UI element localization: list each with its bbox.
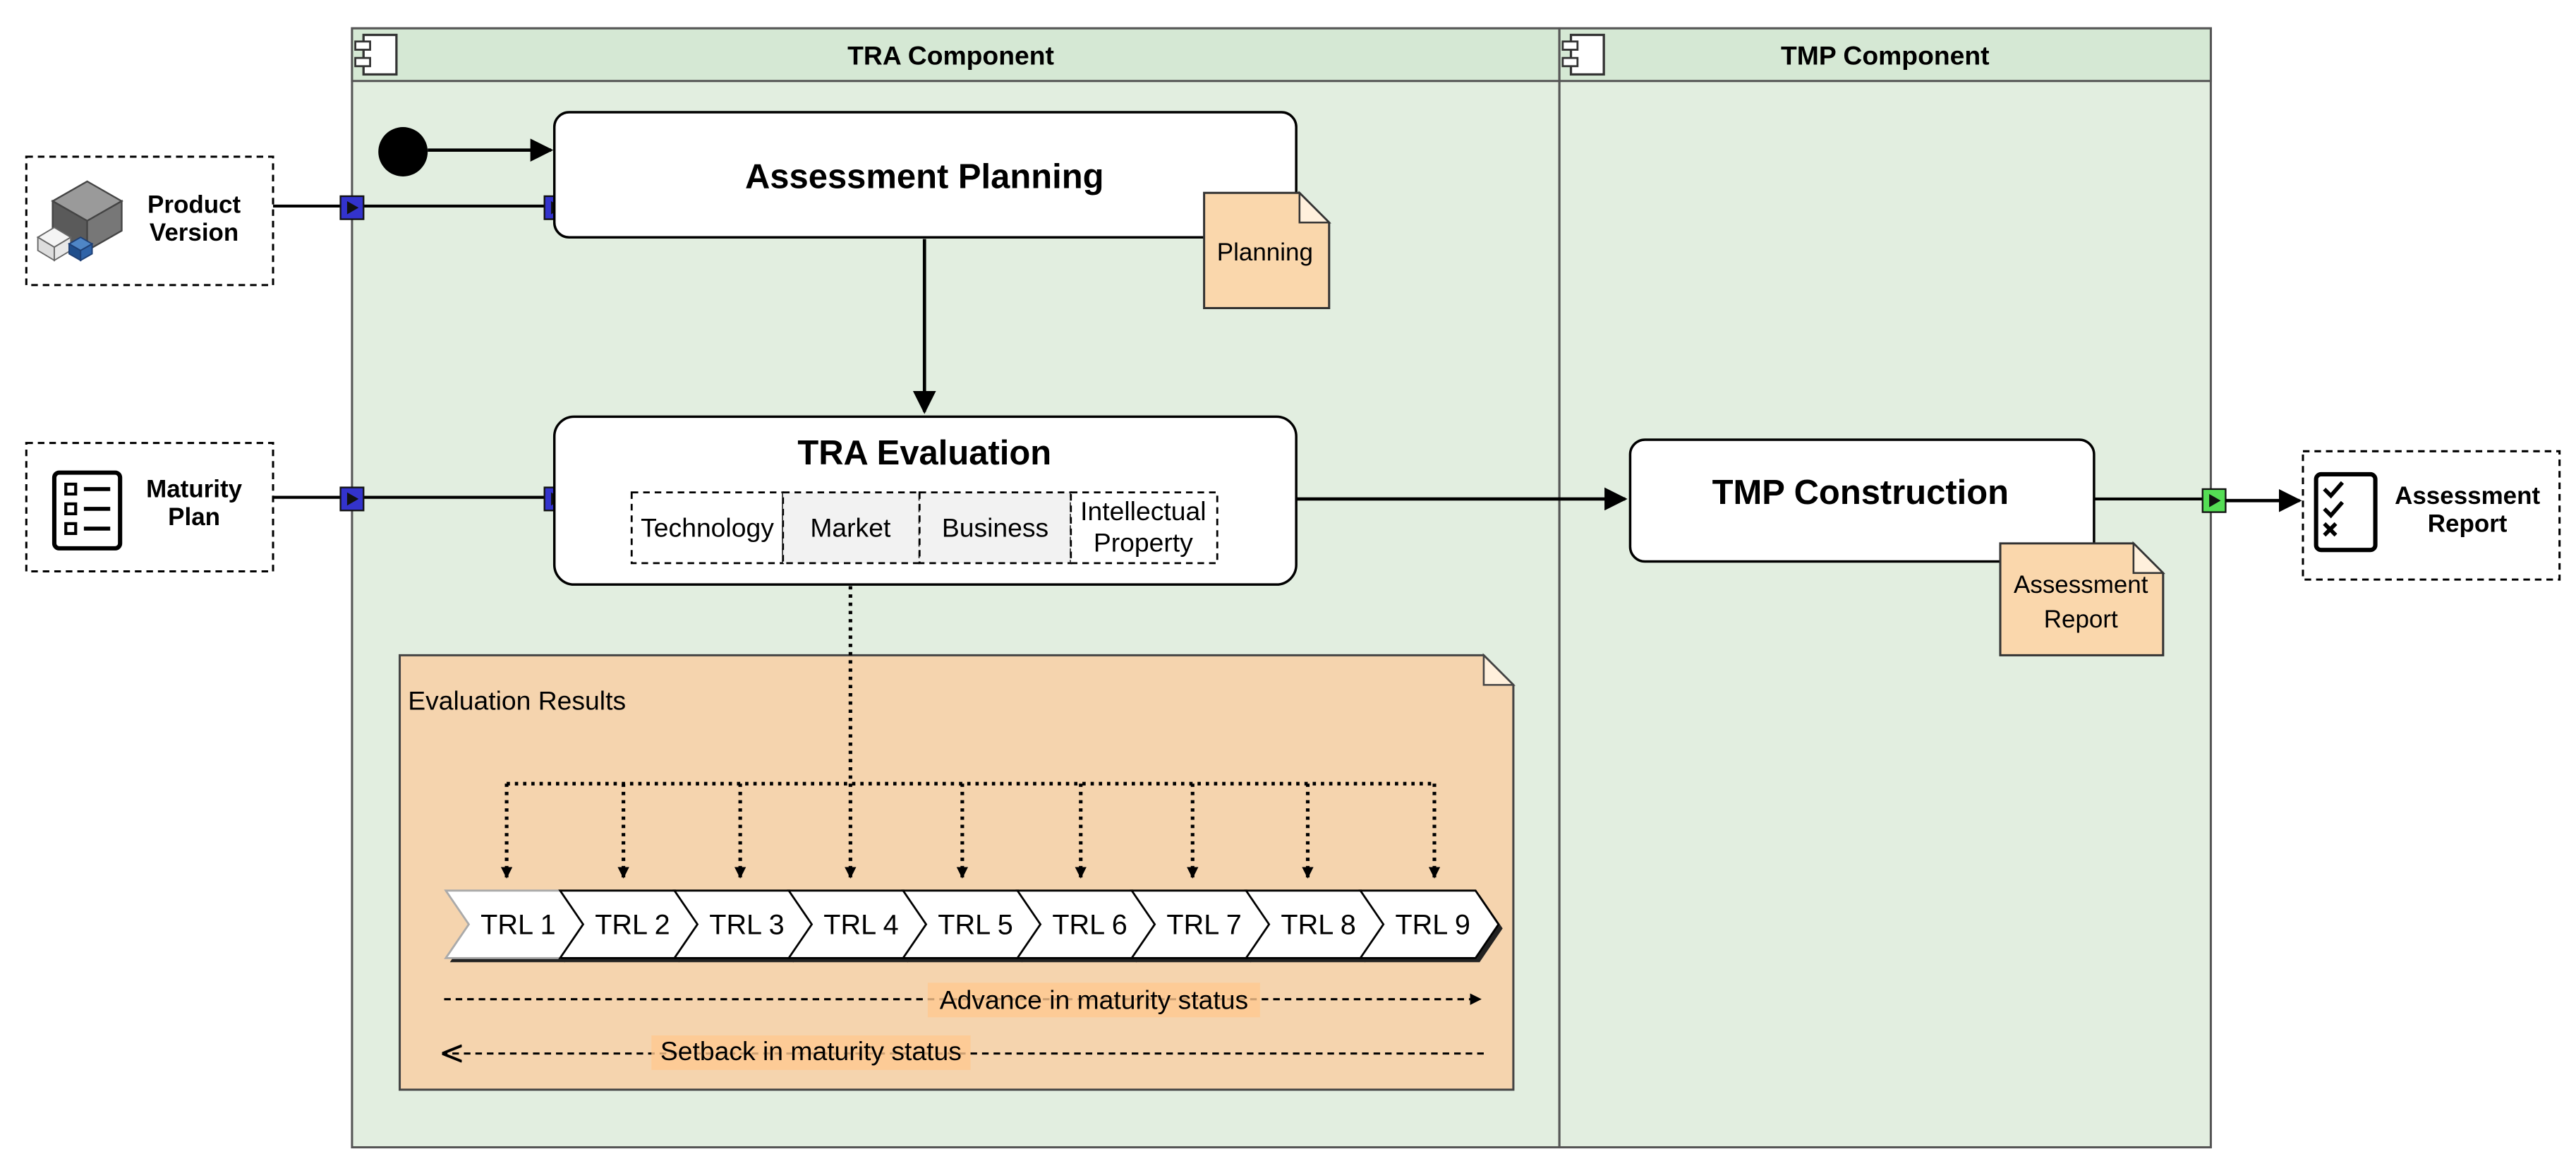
trl-level-1: TRL 1	[444, 889, 588, 963]
maturity-plan-label-line2: Plan	[168, 503, 220, 531]
input-connectors	[273, 204, 555, 499]
evaluation-results-panel: Evaluation Results	[399, 653, 1516, 1091]
planning-note-label: Planning	[1217, 239, 1313, 266]
tra-component-title: TRA Component	[847, 40, 1054, 70]
assessment-report-note-line2: Report	[2044, 606, 2118, 633]
assessment-report-label-line1: Assessment	[2395, 482, 2540, 510]
trl-level-2: TRL 2	[558, 889, 703, 963]
assessment-report-label-line2: Report	[2428, 510, 2508, 538]
port-lane-maturity-plan	[339, 486, 365, 512]
product-version-input: Product Version	[25, 155, 274, 287]
dimension-business-label: Business	[942, 513, 1048, 543]
trl-level-9: TRL 9	[1358, 889, 1503, 963]
dimension-business: Business	[918, 491, 1072, 565]
assessment-report-note-line1: Assessment	[2014, 571, 2148, 599]
setback-arrow: Setback in maturity status	[444, 1035, 1484, 1070]
trl-label: TRL 9	[1395, 910, 1470, 941]
maturity-plan-input: Maturity Plan	[25, 442, 274, 573]
setback-label: Setback in maturity status	[660, 1036, 962, 1066]
assessment-planning-activity: Assessment Planning	[552, 111, 1298, 239]
intellectual-property-word: Intellectual	[1080, 496, 1206, 526]
trl-level-6: TRL 6	[1015, 889, 1160, 963]
tmp-component-title: TMP Component	[1781, 40, 1990, 70]
tmp-construction-title: TMP Construction	[1712, 474, 2009, 512]
planning-note: Planning	[1203, 191, 1331, 310]
trl-label: TRL 2	[595, 910, 670, 941]
trl-label: TRL 8	[1281, 910, 1355, 941]
dimension-technology-label: Technology	[641, 513, 774, 543]
dimension-market: Market	[782, 491, 921, 565]
component-icon	[1561, 33, 1605, 76]
trl-label: TRL 3	[709, 910, 784, 941]
dimension-technology: Technology	[630, 491, 785, 565]
trl-level-7: TRL 7	[1130, 889, 1274, 963]
trl-label: TRL 7	[1166, 910, 1241, 941]
product-version-label-line1: Product	[147, 191, 241, 218]
trl-label: TRL 4	[823, 910, 898, 941]
trl-level-5: TRL 5	[901, 889, 1046, 963]
advance-label: Advance in maturity status	[940, 985, 1248, 1015]
boxes-icon	[36, 180, 123, 262]
check-list-icon	[2314, 471, 2378, 553]
trl-label: TRL 5	[938, 910, 1012, 941]
trl-chevron-shape	[1358, 889, 1500, 959]
evaluation-results-title: Evaluation Results	[408, 685, 626, 715]
product-version-label-line2: Version	[150, 219, 238, 246]
tmp-construction-activity: TMP Construction	[1628, 438, 2096, 563]
start-node-icon	[378, 127, 428, 176]
port-lane-product-version	[339, 195, 365, 220]
trl-level-8: TRL 8	[1244, 889, 1389, 963]
tra-evaluation-title: TRA Evaluation	[797, 434, 1051, 472]
trl-level-4: TRL 4	[787, 889, 931, 963]
trl-level-3: TRL 3	[672, 889, 817, 963]
checklist-icon	[52, 470, 123, 551]
assessment-report-output: Assessment Report	[2302, 450, 2561, 581]
trl-levels: TRL 1 TRL 2 TRL 3 TRL 4 TRL 5 TRL 6 TRL 7 TRL 8…	[444, 889, 1503, 963]
component-icon	[354, 33, 398, 76]
maturity-plan-label-line1: Maturity	[146, 476, 243, 503]
intellectual-property-word: Property	[1094, 528, 1193, 558]
assessment-planning-title: Assessment Planning	[745, 157, 1104, 196]
assessment-report-note: Assessment Report	[1999, 541, 2165, 656]
port-tmp-output	[2201, 488, 2227, 513]
advance-arrow: Advance in maturity status	[444, 982, 1482, 1018]
trl-label: TRL 1	[480, 910, 555, 941]
dimension-market-label: Market	[810, 513, 891, 543]
trl-label: TRL 6	[1052, 910, 1127, 941]
